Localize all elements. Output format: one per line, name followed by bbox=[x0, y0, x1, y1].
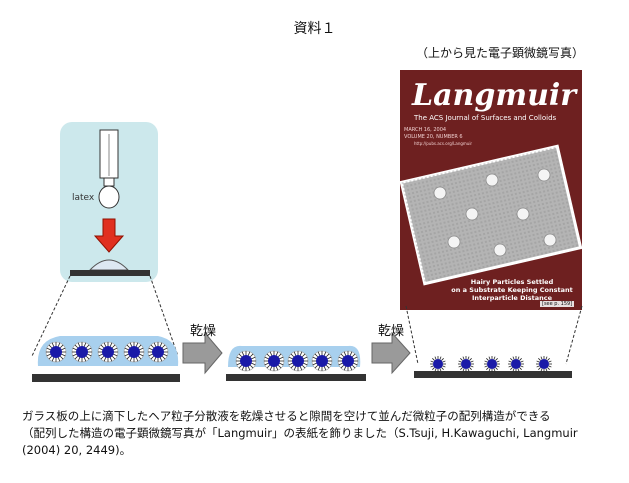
cover-title: Langmuir bbox=[412, 78, 577, 113]
drop-arrow-icon bbox=[93, 218, 125, 253]
hairy-particle-icon bbox=[337, 350, 359, 372]
micrograph-label: （上から見た電子顕微鏡写真） bbox=[415, 46, 584, 60]
drying-label-1: 乾燥 bbox=[190, 324, 217, 339]
cover-subtitle: The ACS Journal of Surfaces and Colloids bbox=[414, 114, 557, 122]
process-arrow-1 bbox=[182, 331, 223, 375]
hairy-particle-icon bbox=[97, 341, 119, 363]
caption-line: (2004) 20, 2449)。 bbox=[22, 443, 132, 457]
cover-volume: VOLUME 20, NUMBER 6 bbox=[404, 134, 463, 140]
hairy-particle-icon bbox=[147, 341, 169, 363]
hairy-particle-icon bbox=[263, 350, 285, 372]
substrate-3 bbox=[414, 371, 572, 378]
cover-caption-line: Interparticle Distance bbox=[472, 294, 552, 302]
hairy-particle-icon bbox=[45, 341, 67, 363]
micrograph-image bbox=[399, 144, 583, 286]
substrate-small bbox=[70, 270, 150, 276]
cover-issue: [see p. 159] bbox=[540, 301, 575, 307]
page-title: 資料１ bbox=[293, 21, 336, 37]
drying-label-2: 乾燥 bbox=[378, 324, 405, 339]
micro-particles bbox=[433, 168, 557, 257]
hairy-particle-icon bbox=[484, 356, 500, 372]
particle-row-3 bbox=[430, 356, 552, 372]
cover-caption-line: on a Substrate Keeping Constant bbox=[451, 286, 573, 294]
cover-url: http://pubs.acs.org/Langmuir bbox=[414, 141, 473, 146]
cover-date: MARCH 16, 2004 bbox=[404, 127, 447, 133]
particle-row-1 bbox=[45, 341, 169, 363]
latex-label: latex bbox=[72, 193, 95, 203]
hairy-particle-icon bbox=[311, 350, 333, 372]
hairy-particle-icon bbox=[536, 356, 552, 372]
substrate-2 bbox=[226, 374, 366, 381]
particle-row-2 bbox=[235, 350, 359, 372]
hairy-particle-icon bbox=[458, 356, 474, 372]
caption-line: ガラス板の上に滴下したヘア粒子分散液を乾燥させると隙間を空けて並んだ微粒子の配列… bbox=[22, 409, 551, 423]
caption-line: （配列した構造の電子顕微鏡写真が「Langmuir」の表紙を飾りました（S.Ts… bbox=[22, 426, 578, 440]
hairy-particle-icon bbox=[235, 350, 257, 372]
substrate-1 bbox=[32, 374, 180, 382]
droplet-small bbox=[88, 259, 130, 271]
hairy-particle-icon bbox=[123, 341, 145, 363]
syringe-icon bbox=[98, 129, 120, 209]
process-arrow-2 bbox=[371, 331, 411, 375]
hairy-particle-icon bbox=[287, 350, 309, 372]
hairy-particle-icon bbox=[508, 356, 524, 372]
hairy-particle-icon bbox=[430, 356, 446, 372]
cover-caption: Hairy Particles Settled on a Substrate K… bbox=[448, 278, 576, 302]
caption: ガラス板の上に滴下したヘア粒子分散液を乾燥させると隙間を空けて並んだ微粒子の配列… bbox=[22, 408, 622, 459]
hairy-particle-icon bbox=[71, 341, 93, 363]
cover-caption-line: Hairy Particles Settled bbox=[470, 278, 554, 286]
